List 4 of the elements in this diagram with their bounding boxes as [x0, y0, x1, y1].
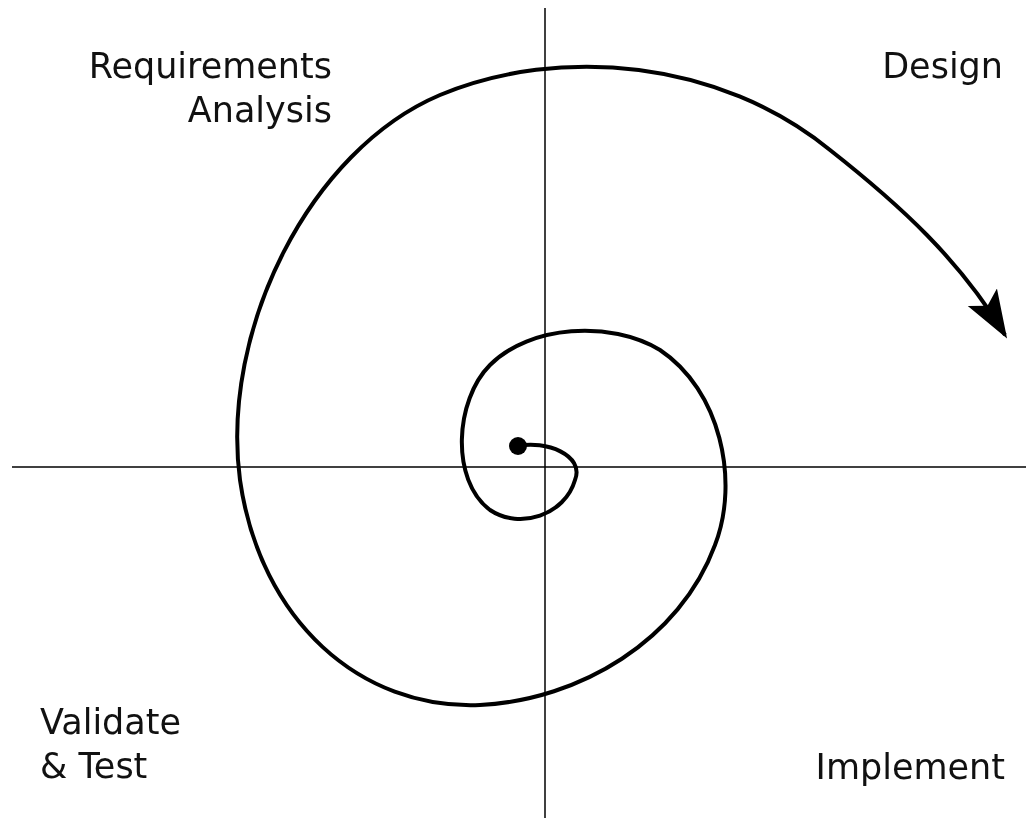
quadrant-label: Design [881, 45, 1003, 88]
quadrant-label: Implement [814, 746, 1005, 789]
quadrant-label: Validate & Test [40, 701, 183, 788]
quadrant-label: Requirements Analysis [87, 45, 332, 132]
